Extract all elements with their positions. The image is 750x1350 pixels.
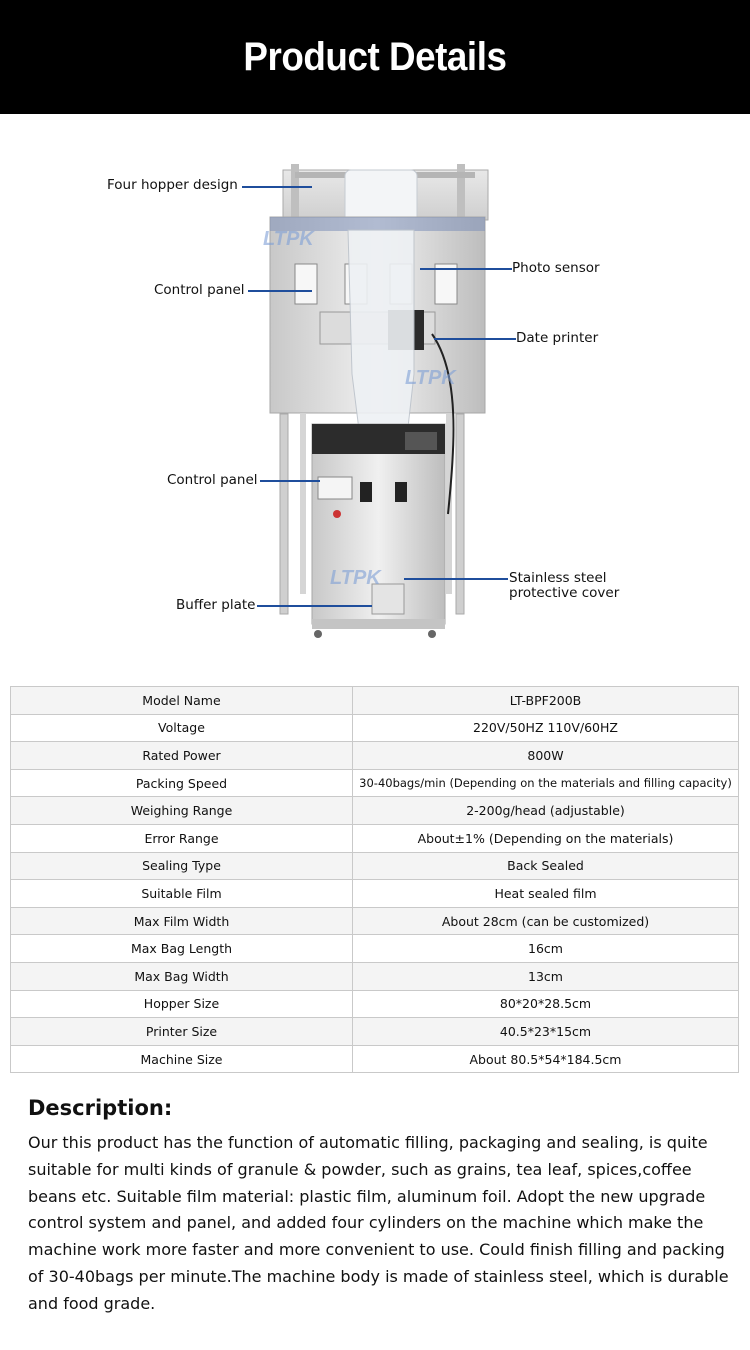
callout-control-panel-upper: Control panel [154, 282, 245, 298]
callout-control-panel-lower: Control panel [167, 472, 258, 488]
spec-value: About 28cm (can be customized) [352, 906, 739, 936]
spec-key: Machine Size [10, 1044, 353, 1074]
callout-four-hopper: Four hopper design [107, 177, 238, 193]
spec-value: 220V/50HZ 110V/60HZ [352, 713, 739, 743]
spec-value: 800W [352, 741, 739, 770]
spec-value: About 80.5*54*184.5cm [352, 1044, 739, 1074]
spec-value: Heat sealed film [352, 879, 739, 908]
page-title: Product Details [243, 34, 507, 79]
spec-key: Error Range [10, 823, 353, 853]
leader-line [242, 186, 312, 188]
watermark: LTPK [263, 228, 315, 250]
spec-key: Max Bag Length [10, 934, 353, 963]
spec-key: Weighing Range [10, 796, 353, 825]
spec-key: Suitable Film [10, 879, 353, 908]
header-banner: Product Details [0, 0, 750, 114]
machine-illustration: LTPK LTPK LTPK [263, 164, 489, 638]
spec-value: About±1% (Depending on the materials) [352, 823, 739, 853]
spec-value: Back Sealed [352, 851, 739, 881]
spec-key: Printer Size [10, 1017, 353, 1046]
spec-value: 30-40bags/min (Depending on the material… [352, 768, 739, 798]
leader-line [404, 578, 508, 580]
leader-line [260, 480, 320, 482]
spec-value: 80*20*28.5cm [352, 989, 739, 1019]
spec-value: LT-BPF200B [352, 686, 739, 715]
buffer-plate-shape [371, 583, 405, 615]
spec-key: Hopper Size [10, 989, 353, 1019]
spec-value: 2-200g/head (adjustable) [352, 796, 739, 825]
spec-key: Rated Power [10, 741, 353, 770]
watermark: LTPK [405, 367, 457, 389]
spec-key: Packing Speed [10, 768, 353, 798]
callout-date-printer: Date printer [516, 330, 599, 346]
callout-photo-sensor: Photo sensor [512, 260, 600, 276]
spec-value: 13cm [352, 961, 739, 991]
spec-key: Max Bag Width [10, 961, 353, 991]
spec-value: 40.5*23*15cm [352, 1017, 739, 1046]
description-title: Description: [28, 1096, 173, 1120]
spec-key: Max Film Width [10, 906, 353, 936]
callout-stainless-cover: Stainless steel protective cover [509, 570, 620, 601]
leader-line [434, 338, 516, 340]
leader-line [257, 605, 372, 607]
lower-control-panel [317, 476, 353, 500]
spec-key: Model Name [10, 686, 353, 715]
leader-line [420, 268, 512, 270]
spec-key: Sealing Type [10, 851, 353, 881]
leader-line [248, 290, 312, 292]
spec-value: 16cm [352, 934, 739, 963]
description-body: Our this product has the function of aut… [28, 1133, 729, 1313]
spec-key: Voltage [10, 713, 353, 743]
callout-buffer-plate: Buffer plate [176, 597, 256, 613]
watermark: LTPK [330, 567, 382, 589]
machine-figure: LTPK LTPK LTPK Four hopper design Contro… [0, 114, 750, 674]
